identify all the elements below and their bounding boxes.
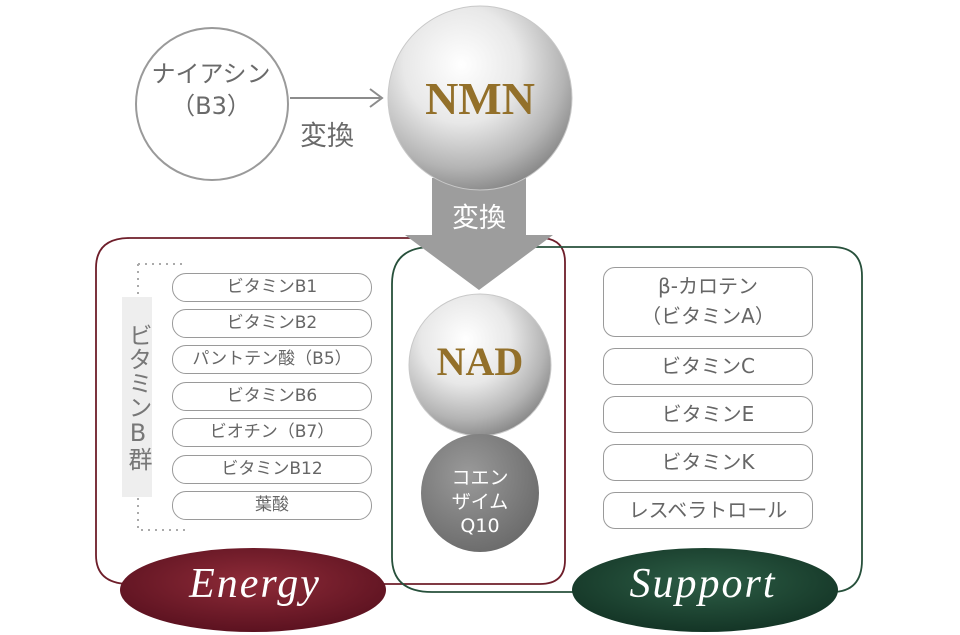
nad-label: NAD [436,339,524,384]
energy-item: ビタミンB12 [172,455,372,484]
support-item: ビタミンE [603,396,813,433]
energy-item: ビタミンB6 [172,382,372,411]
support-item: レスベラトロール [603,492,813,529]
support-item-line: （ビタミンA） [641,304,775,328]
energy-item: パントテン酸（B5） [172,345,372,374]
energy-label: Energy [189,561,321,607]
coq10-line2: ザイム [451,491,509,513]
support-item: ビタミンK [603,444,813,481]
vitamin-b-bracket [137,263,185,531]
niacin-code: （B3） [171,92,251,120]
niacin-circle [135,27,289,181]
nmn-label: NMN [425,73,535,124]
niacin-label: ナイアシン （B3） [135,60,287,124]
energy-item: 葉酸 [172,491,372,520]
energy-item: ビオチン（B7） [172,418,372,447]
coq10-label: コエン ザイム Q10 [420,466,540,538]
coq10-sphere [421,434,539,552]
support-item-line: β-カロテン [658,274,758,298]
conversion-label-arrow: 変換 [452,203,506,234]
energy-oval [120,548,386,632]
support-item-beta-carotene: β-カロテン （ビタミンA） [603,267,813,337]
conversion-arrow-head [369,88,384,108]
niacin-name: ナイアシン [151,60,271,88]
energy-item: ビタミンB2 [172,309,372,338]
energy-item: ビタミンB1 [172,273,372,302]
conversion-label-top: 変換 [300,121,354,152]
energy-group-border [95,237,566,585]
coq10-line3: Q10 [460,515,500,537]
support-item: ビタミンC [603,348,813,385]
down-arrow [405,178,553,290]
support-oval [572,548,838,632]
coq10-line1: コエン [451,467,509,489]
support-label: Support [629,561,777,607]
vitamin-b-group-label: ビタミンB群 [122,297,152,497]
support-group-border [391,246,863,593]
nmn-sphere [387,5,573,191]
